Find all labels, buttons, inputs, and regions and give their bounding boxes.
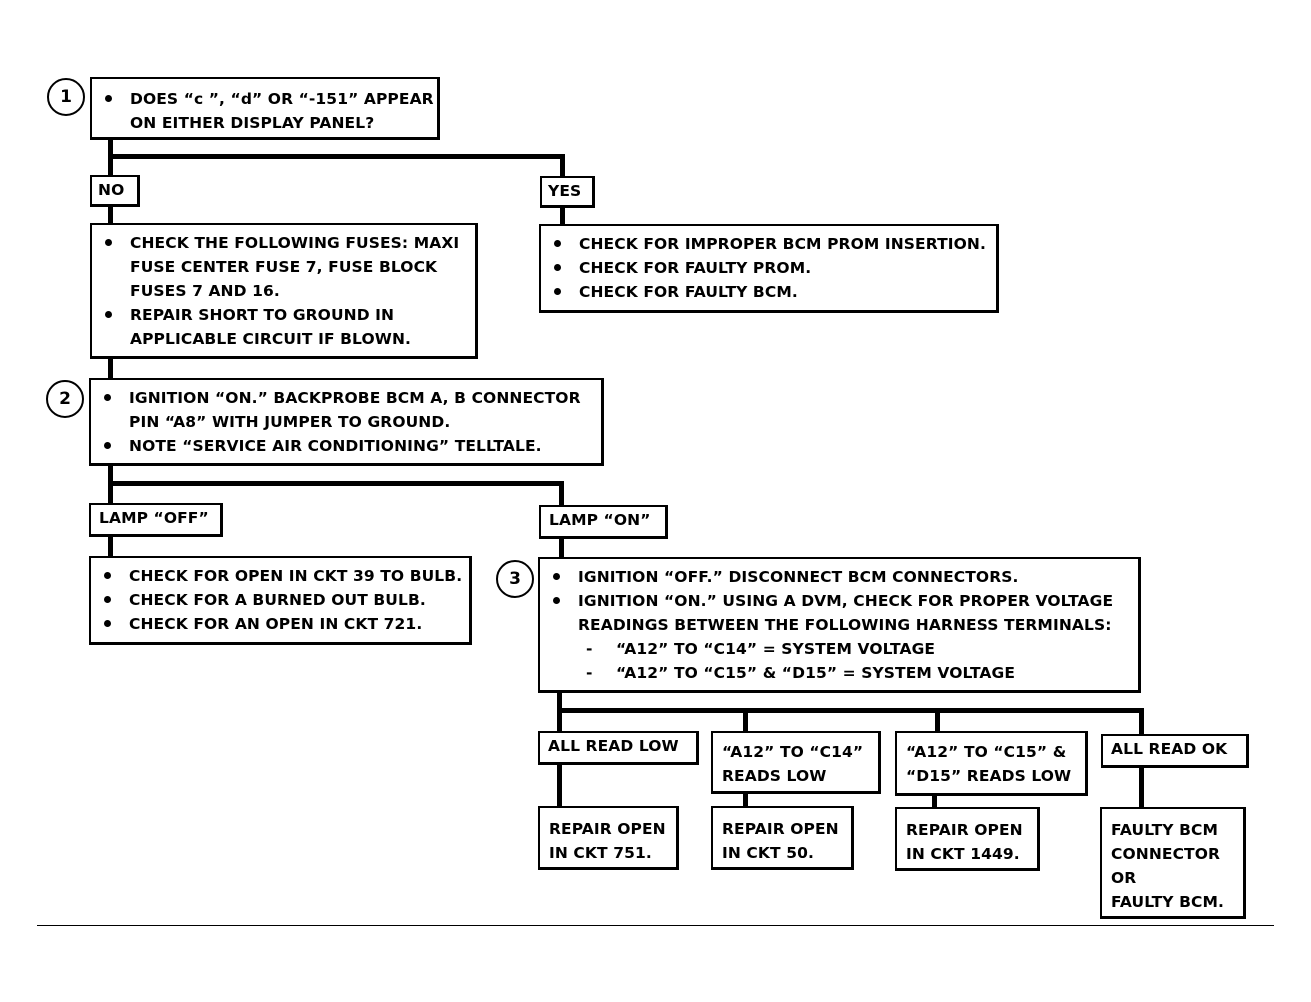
fuses-action-item: CHECK THE FOLLOWING FUSES: MAXI FUSE CEN… <box>102 231 467 303</box>
connector-line <box>560 206 565 226</box>
connector-line <box>557 708 1144 713</box>
bulb-action-box: CHECK FOR OPEN IN CKT 39 TO BULB. CHECK … <box>89 556 472 645</box>
step-3-item: IGNITION “OFF.” DISCONNECT BCM CONNECTOR… <box>550 565 1130 589</box>
repair-ckt50-box: REPAIR OPEN IN CKT 50. <box>711 806 854 870</box>
step-1-question: DOES “c ”, “d” OR “-151” APPEAR ON EITHE… <box>102 87 434 135</box>
step-2-box: IGNITION “ON.” BACKPROBE BCM A, B CONNEC… <box>89 378 604 466</box>
connector-line <box>743 708 748 732</box>
bulb-action-item: CHECK FOR AN OPEN IN CKT 721. <box>101 612 461 636</box>
branch-all-read-ok-label: ALL READ OK <box>1101 734 1249 768</box>
connector-line <box>743 791 748 808</box>
step-1-box: DOES “c ”, “d” OR “-151” APPEAR ON EITHE… <box>90 77 440 140</box>
branch-c15-d15-low-label: “A12” TO “C15” & “D15” READS LOW <box>895 731 1088 796</box>
step-3-item: IGNITION “ON.” USING A DVM, CHECK FOR PR… <box>550 589 1130 637</box>
step-2-item: IGNITION “ON.” BACKPROBE BCM A, B CONNEC… <box>101 386 593 434</box>
connector-line <box>1139 766 1144 809</box>
connector-line <box>108 481 564 486</box>
bulb-action-item: CHECK FOR A BURNED OUT BULB. <box>101 588 461 612</box>
connector-line <box>108 535 113 557</box>
connector-line <box>559 537 564 559</box>
connector-line <box>108 154 565 159</box>
prom-action-item: CHECK FOR FAULTY PROM. <box>551 256 988 280</box>
connector-line <box>559 481 564 506</box>
step-3-sub-item: “A12” TO “C14” = SYSTEM VOLTAGE <box>550 637 1130 661</box>
fuses-action-box: CHECK THE FOLLOWING FUSES: MAXI FUSE CEN… <box>90 223 478 359</box>
connector-line <box>560 154 565 177</box>
branch-yes-label: YES <box>540 176 595 208</box>
connector-line <box>108 356 113 380</box>
branch-lamp-on-label: LAMP “ON” <box>539 505 668 539</box>
step-number-2: 2 <box>46 380 84 418</box>
fuses-action-item: REPAIR SHORT TO GROUND IN APPLICABLE CIR… <box>102 303 467 351</box>
prom-action-item: CHECK FOR FAULTY BCM. <box>551 280 988 304</box>
prom-action-item: CHECK FOR IMPROPER BCM PROM INSERTION. <box>551 232 988 256</box>
connector-line <box>557 692 562 734</box>
repair-ckt1449-box: REPAIR OPEN IN CKT 1449. <box>895 807 1040 871</box>
prom-action-box: CHECK FOR IMPROPER BCM PROM INSERTION. C… <box>539 224 999 313</box>
branch-c14-low-label: “A12” TO “C14” READS LOW <box>711 731 881 794</box>
bulb-action-item: CHECK FOR OPEN IN CKT 39 TO BULB. <box>101 564 462 588</box>
step-3-box: IGNITION “OFF.” DISCONNECT BCM CONNECTOR… <box>538 557 1141 693</box>
step-number-3: 3 <box>496 560 534 598</box>
branch-all-read-low-label: ALL READ LOW <box>538 731 699 765</box>
branch-no-label: NO <box>90 175 140 207</box>
step-2-item: NOTE “SERVICE AIR CONDITIONING” TELLTALE… <box>101 434 593 458</box>
branch-lamp-off-label: LAMP “OFF” <box>89 503 223 537</box>
repair-ckt751-box: REPAIR OPEN IN CKT 751. <box>538 806 679 870</box>
bottom-rule <box>37 925 1274 926</box>
connector-line <box>932 793 937 809</box>
connector-line <box>557 762 562 808</box>
connector-line <box>108 205 113 225</box>
step-number-1: 1 <box>47 78 85 116</box>
faulty-bcm-box: FAULTY BCM CONNECTOR OR FAULTY BCM. <box>1100 807 1246 919</box>
connector-line <box>1139 708 1144 736</box>
connector-line <box>935 708 940 732</box>
step-3-sub-item: “A12” TO “C15” & “D15” = SYSTEM VOLTAGE <box>550 661 1130 685</box>
